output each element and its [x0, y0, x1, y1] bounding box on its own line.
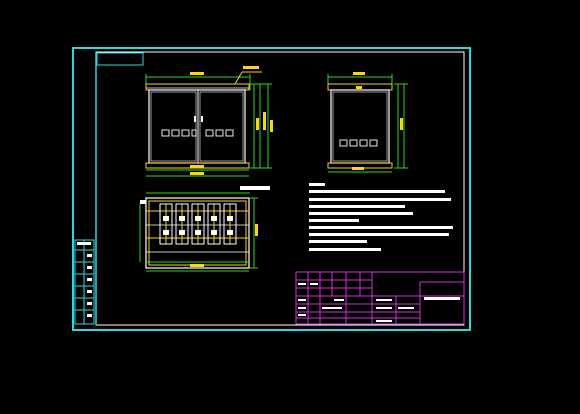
left-revision-strip [74, 239, 95, 325]
front-meter-windows-row1 [161, 129, 234, 137]
title-block [295, 271, 465, 325]
notes-heading [309, 183, 325, 186]
front-elevation-view [145, 66, 273, 177]
plan-outline [145, 197, 250, 269]
drawing-frame [72, 47, 471, 331]
technical-notes [309, 183, 453, 251]
plan-view [139, 186, 270, 272]
title-block-text [298, 283, 460, 322]
side-elevation-view [327, 72, 408, 173]
side-meter-windows [339, 139, 378, 147]
outer-border [72, 47, 471, 331]
top-left-label-box [96, 52, 144, 66]
